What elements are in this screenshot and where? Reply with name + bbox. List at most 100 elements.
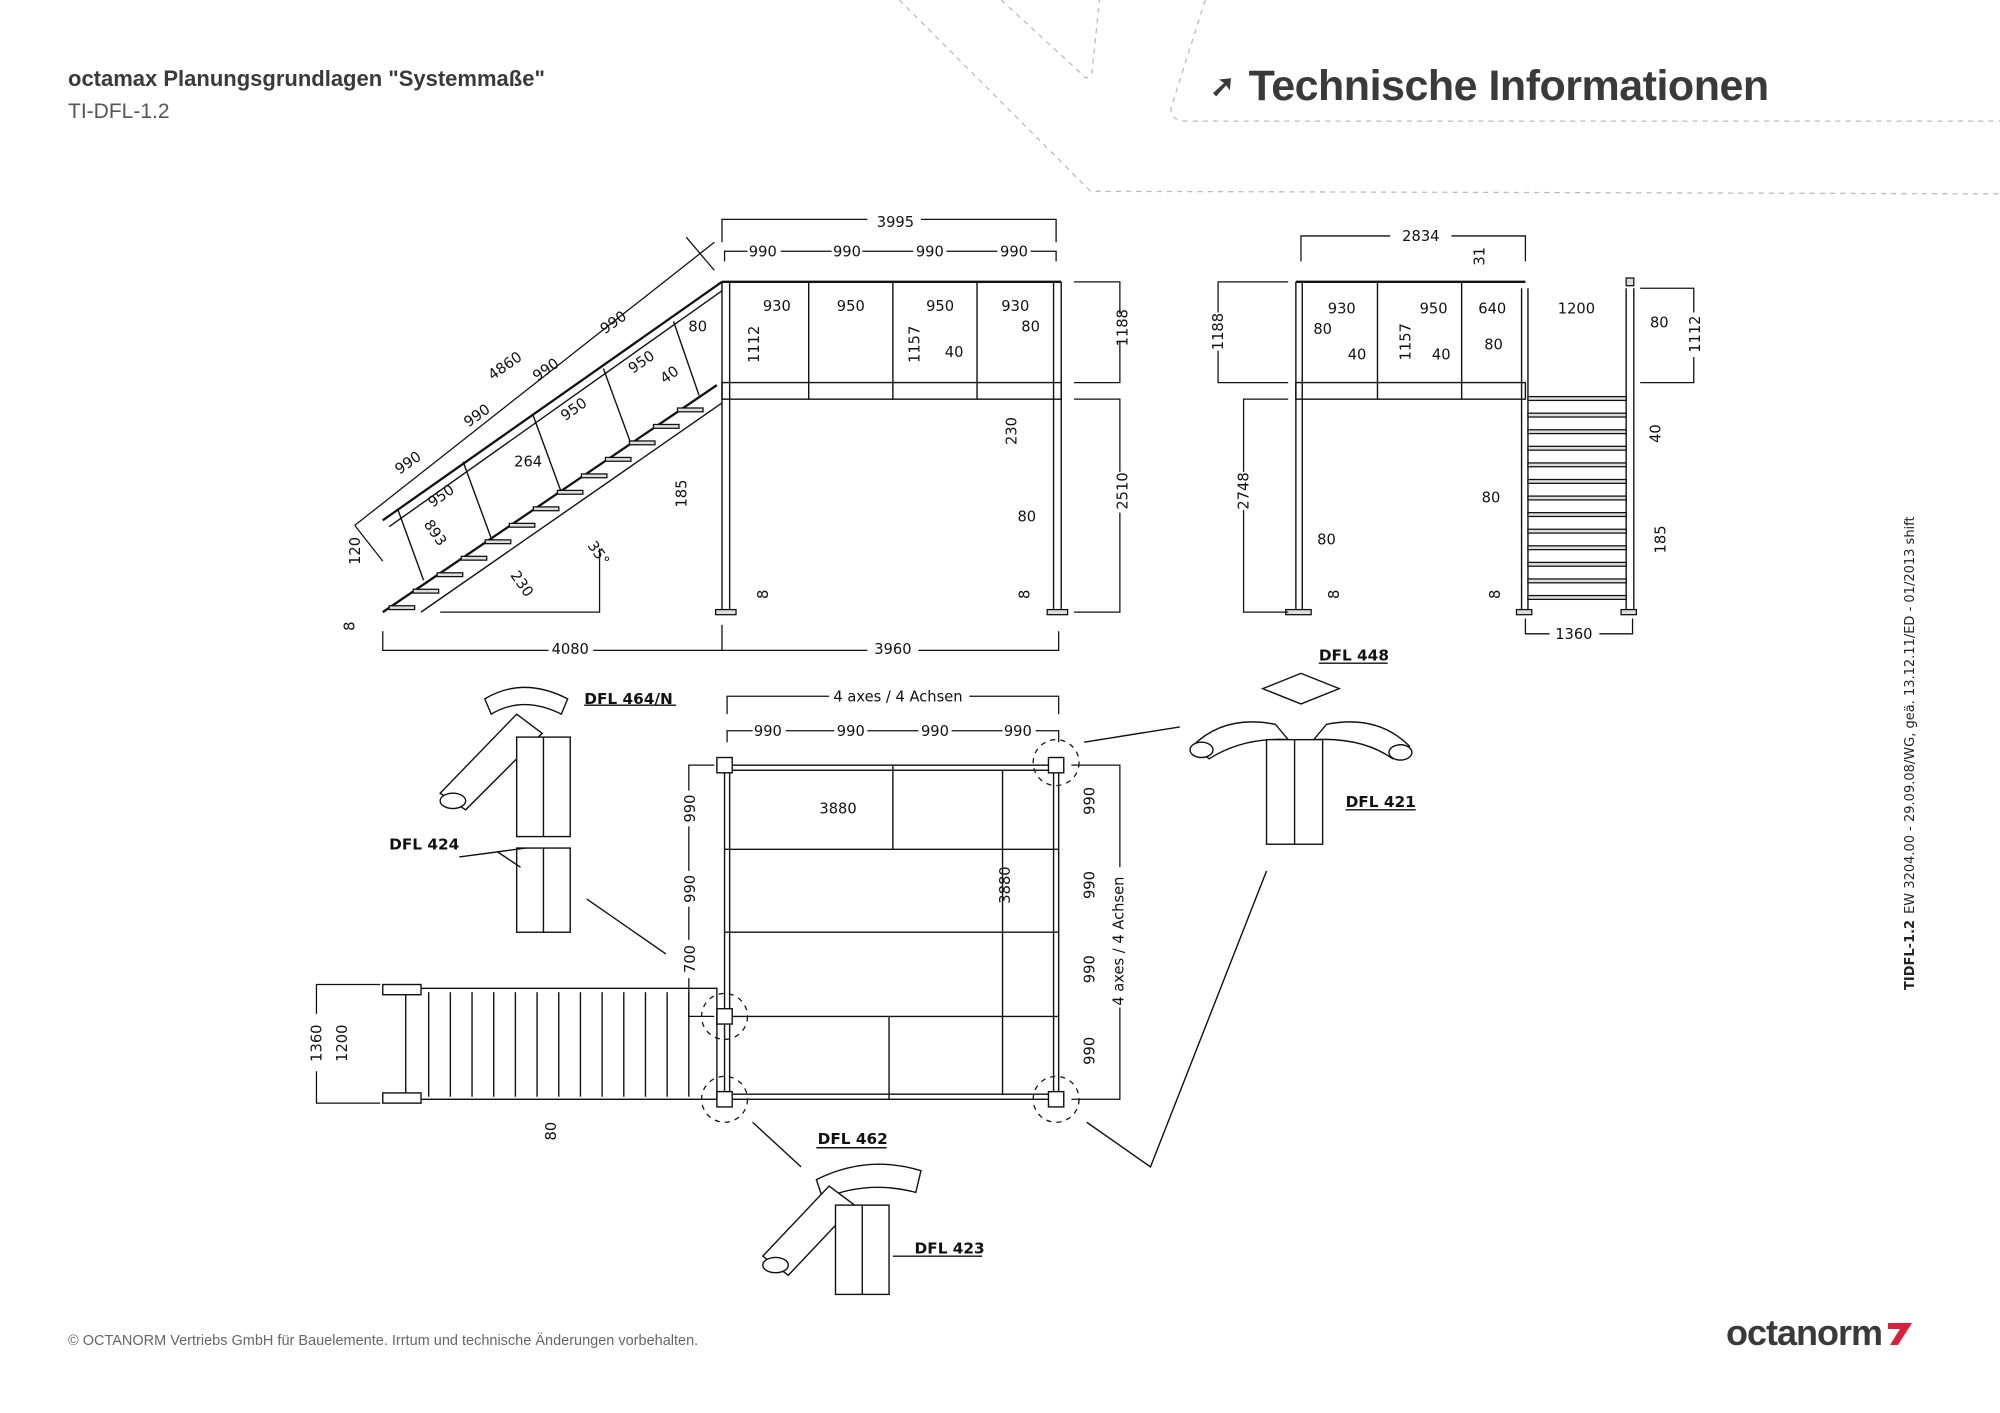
document-code: TI-DFL-1.2 bbox=[68, 100, 170, 123]
dimension-label: 4080 bbox=[552, 641, 589, 658]
octanorm-logo: octanorm bbox=[1726, 1312, 1916, 1354]
dimension-label: 950 bbox=[837, 298, 865, 315]
dimension-label: 40 bbox=[1432, 347, 1451, 364]
dimension-label: 1200 bbox=[1558, 301, 1595, 318]
side-view-drawing bbox=[354, 218, 1121, 652]
dimension-label: 8 bbox=[1326, 590, 1343, 599]
dimension-label: 80 bbox=[1021, 319, 1040, 336]
stair-tread bbox=[1527, 395, 1627, 402]
dimension-label: 990 bbox=[1000, 243, 1028, 260]
background-decoration bbox=[898, 0, 2000, 195]
dimension-label: 40 bbox=[657, 363, 682, 388]
arrow-up-right-icon: ➚ bbox=[1210, 70, 1235, 103]
dimension-label: 80 bbox=[1482, 489, 1501, 506]
dimension-label: 990 bbox=[837, 723, 865, 740]
dimension-label: 8 bbox=[342, 621, 359, 630]
dimension-label: 1188 bbox=[1210, 313, 1227, 350]
dimension-label: 1112 bbox=[746, 326, 763, 363]
dimension-label: 1157 bbox=[907, 326, 924, 363]
dimension-label: 80 bbox=[1484, 336, 1503, 353]
dimension-label: 3880 bbox=[819, 801, 856, 818]
dimension-label: 2834 bbox=[1402, 228, 1439, 245]
dimension-label: 990 bbox=[1004, 723, 1032, 740]
part-label-dfl-462: DFL 462 bbox=[818, 1130, 888, 1148]
dimension-label: 230 bbox=[507, 568, 537, 601]
dimension-label: 230 bbox=[1004, 417, 1021, 445]
front-view-drawing bbox=[1217, 235, 1695, 635]
section-title-text: Technische Informationen bbox=[1248, 62, 1770, 110]
dimension-label: 990 bbox=[1081, 871, 1098, 899]
dimension-label: 990 bbox=[921, 723, 949, 740]
dimension-label: 990 bbox=[682, 795, 699, 823]
dimension-label: 990 bbox=[461, 401, 494, 431]
dimension-label: 990 bbox=[749, 243, 777, 260]
stair-tread bbox=[556, 489, 584, 495]
dimension-label: 80 bbox=[1017, 509, 1036, 526]
dimension-label: 1360 bbox=[1555, 626, 1592, 643]
dimension-label: 80 bbox=[543, 1122, 560, 1141]
stair-tread bbox=[1527, 561, 1627, 567]
dimension-label: 80 bbox=[1313, 321, 1332, 338]
dimension-label: 990 bbox=[1081, 955, 1098, 983]
dimension-label: 893 bbox=[420, 517, 450, 550]
dimension-label: 990 bbox=[1081, 787, 1098, 815]
stair-tread bbox=[532, 506, 560, 512]
dimension-label: 1157 bbox=[1398, 323, 1415, 360]
dimension-label: 950 bbox=[425, 481, 458, 511]
dimension-label: 40 bbox=[1348, 347, 1367, 364]
dimension-label: 4860 bbox=[485, 348, 525, 383]
dimension-label: 990 bbox=[916, 243, 944, 260]
document-title: octamax Planungsgrundlagen "Systemmaße" bbox=[68, 66, 545, 91]
dimension-label: 990 bbox=[754, 723, 782, 740]
dimension-label: 4 axes / 4 Achsen bbox=[833, 688, 962, 705]
dimension-label: 1112 bbox=[1687, 315, 1704, 352]
dimension-label: 3960 bbox=[874, 641, 911, 658]
dimension-label: 35° bbox=[584, 538, 613, 569]
stair-tread bbox=[484, 539, 512, 545]
stair-tread bbox=[1527, 445, 1627, 451]
stair-tread bbox=[1527, 462, 1627, 468]
dimension-label: 185 bbox=[673, 480, 690, 508]
section-title: ➚ Technische Informationen bbox=[1210, 62, 1769, 111]
dimension-label: 1360 bbox=[309, 1025, 326, 1062]
stair-tread bbox=[1527, 495, 1627, 501]
dimension-label: 4 axes / 4 Achsen bbox=[1111, 877, 1128, 1006]
dimension-label: 990 bbox=[530, 355, 563, 385]
dimension-label: 2510 bbox=[1115, 472, 1132, 509]
stair-tread bbox=[1527, 478, 1627, 484]
part-label-dfl-421: DFL 421 bbox=[1346, 793, 1416, 811]
stair-tread bbox=[1527, 528, 1627, 534]
stair-tread bbox=[652, 423, 680, 429]
dimension-label: 80 bbox=[1650, 315, 1669, 332]
dimension-label: 264 bbox=[514, 454, 542, 471]
dimension-label: 40 bbox=[945, 344, 964, 361]
dimension-label: 31 bbox=[1472, 247, 1489, 266]
dimension-label: 990 bbox=[833, 243, 861, 260]
plan-view-drawing bbox=[315, 695, 1268, 1168]
dimension-label: 930 bbox=[1328, 301, 1356, 318]
dimension-label: 700 bbox=[682, 945, 699, 973]
logo-mark-icon bbox=[1888, 1323, 1913, 1345]
stair-tread bbox=[388, 605, 416, 611]
dimension-label: 1188 bbox=[1115, 309, 1132, 346]
stair-tread bbox=[580, 473, 608, 479]
dimension-label: 640 bbox=[1478, 301, 1506, 318]
dimension-label: 950 bbox=[625, 347, 658, 377]
part-dfl-464n-424-drawing bbox=[439, 686, 677, 933]
dimension-label: 3880 bbox=[997, 866, 1014, 903]
dimension-label: 990 bbox=[1081, 1037, 1098, 1065]
stair-tread bbox=[412, 588, 440, 594]
dimension-label: 930 bbox=[763, 298, 791, 315]
stair-tread bbox=[1527, 545, 1627, 551]
dimension-label: 120 bbox=[347, 537, 364, 565]
stair-tread bbox=[508, 522, 536, 528]
stair-tread bbox=[436, 572, 464, 578]
document-revision-note: TIDFL-1.2EW 3204.00 - 29.09.08/WG, geä. … bbox=[1903, 516, 1918, 990]
part-label-dfl-424: DFL 424 bbox=[389, 835, 459, 853]
logo-text: octanorm bbox=[1726, 1312, 1883, 1353]
revision-id: TIDFL-1.2 bbox=[1903, 919, 1918, 990]
dimension-label: 185 bbox=[1653, 525, 1670, 553]
stair-tread bbox=[604, 456, 632, 462]
dimension-label: 80 bbox=[1317, 532, 1336, 549]
